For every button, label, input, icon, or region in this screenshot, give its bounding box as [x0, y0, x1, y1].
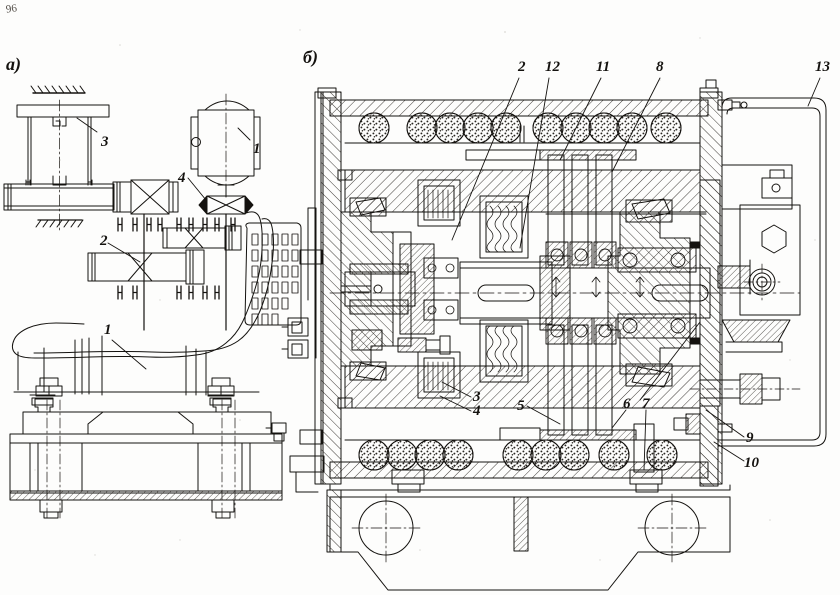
- motor-block-1: [190, 93, 261, 198]
- shaft-keyway: [477, 284, 535, 302]
- bearing-symbols-row1: [117, 217, 163, 232]
- callout-b-9: 9: [746, 430, 754, 446]
- left-side-port: [289, 249, 325, 493]
- ground-symbol-top: [30, 85, 86, 94]
- stator-winding-coils-bottom: [344, 423, 701, 493]
- panel-b-label: б): [303, 47, 318, 67]
- end-bell-right: [607, 179, 721, 407]
- top-plate: [16, 104, 110, 118]
- callout-b-11: 11: [596, 59, 611, 75]
- lower-left-fasteners: [351, 329, 451, 355]
- callout-a-3: 3: [101, 134, 109, 150]
- louver-grille: [244, 207, 317, 359]
- panel-a-label: а): [6, 54, 21, 74]
- panel-a-kinematic: [3, 85, 317, 519]
- lower-shaft-2: [87, 249, 205, 285]
- lower-beam: [3, 179, 179, 215]
- end-bell-left: [337, 169, 435, 409]
- bottom-truck-frame: [326, 484, 731, 591]
- callout-a-1: 1: [253, 141, 261, 157]
- foundation-base: [9, 377, 287, 519]
- housing-outline-1: [11, 211, 274, 396]
- gearbox-housing-right: [689, 164, 801, 405]
- mid-shaft-upper: [162, 225, 242, 251]
- callout-b-6: 6: [623, 396, 631, 412]
- callout-b-7: 7: [642, 396, 650, 412]
- callout-b-4: 4: [473, 403, 481, 419]
- callout-b-2: 2: [518, 59, 526, 75]
- callout-a-4: 4: [178, 170, 186, 186]
- bearing-symbols-row3: [117, 285, 220, 300]
- ground-symbol-bottom: [35, 219, 84, 228]
- bearing-symbols-row2: [176, 217, 236, 232]
- panel-b-section: [289, 77, 827, 591]
- stator-winding-coils-top: [344, 112, 701, 144]
- corner-page-mark: 96: [5, 2, 18, 16]
- callout-b-12: 12: [545, 59, 560, 75]
- callout-b-5: 5: [517, 398, 525, 414]
- callout-b-13: 13: [815, 59, 830, 75]
- axle-suspension-bracket: [673, 405, 733, 487]
- top-fasteners: [317, 79, 748, 215]
- callout-a-1b: 1: [104, 322, 112, 338]
- callout-b-3: 3: [473, 389, 481, 405]
- callout-b-8: 8: [656, 59, 664, 75]
- callout-leaders-b: [439, 77, 821, 471]
- callout-b-10: 10: [744, 455, 759, 471]
- coupling-4: [198, 195, 254, 331]
- commutator-brush-holders: [417, 179, 529, 399]
- callout-a-2: 2: [100, 233, 108, 249]
